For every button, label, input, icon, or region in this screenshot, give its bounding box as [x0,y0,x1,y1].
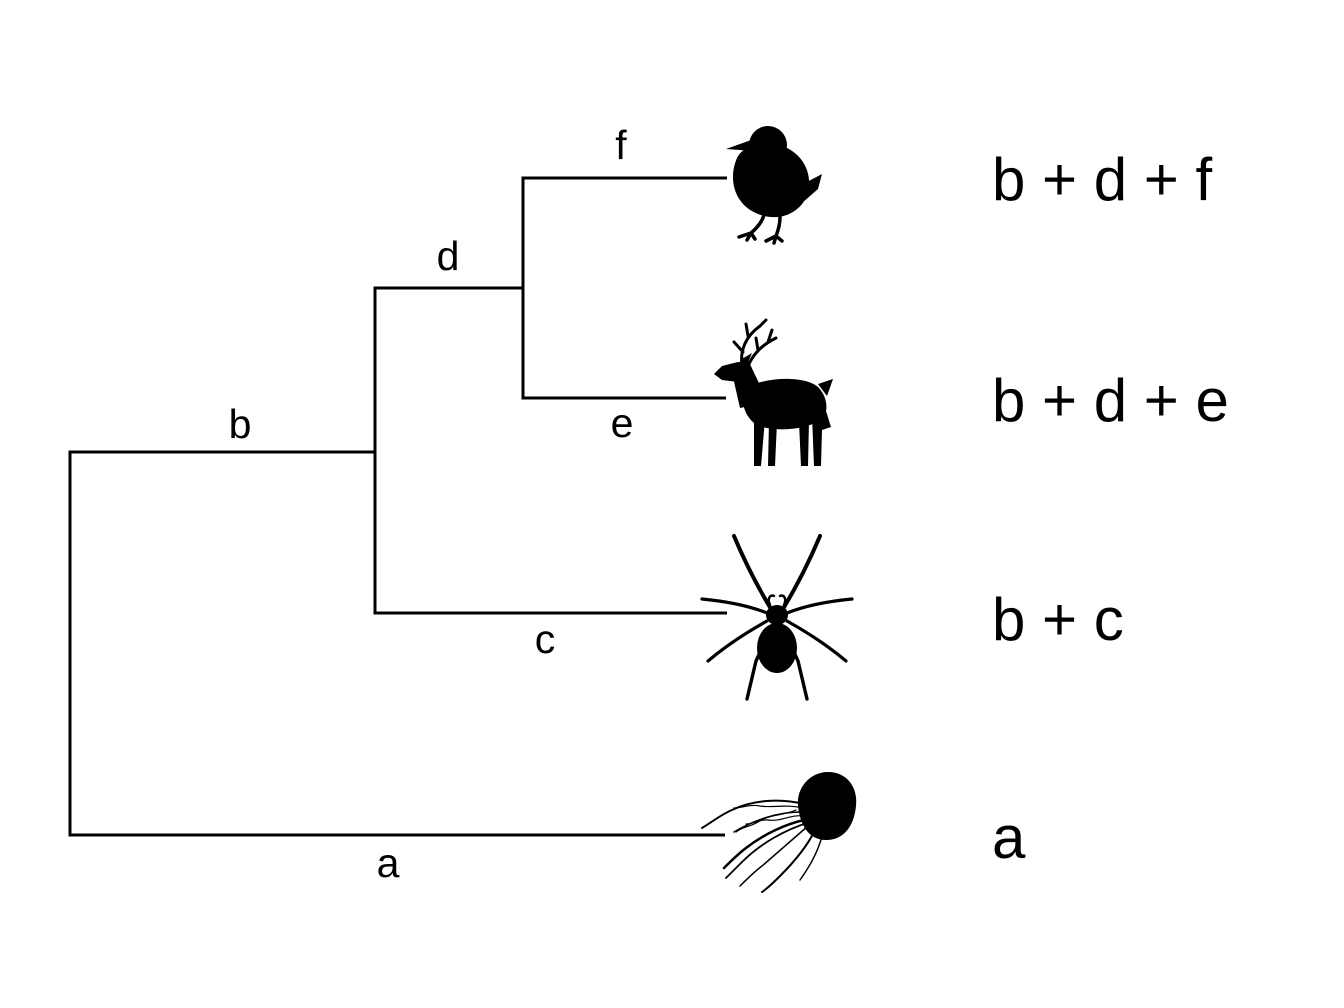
tip-label-spider: b + c [992,586,1124,653]
branch-label-a: a [377,840,400,886]
spider-icon [700,534,854,701]
branch-label-e: e [611,400,634,446]
tip-label-deer: b + d + e [992,367,1229,434]
tip-label-jellyfish: a [992,804,1026,871]
branch-label-d: d [437,233,460,279]
branch-label-c: c [535,616,556,662]
branch-label-b: b [229,401,252,447]
tip-labels: b + d + f b + d + e b + c a [992,146,1229,871]
deer-icon [714,318,833,466]
branch-labels: a b c d e f [229,122,634,886]
branch-label-f: f [615,122,627,168]
tree-lines [68,176,727,837]
spider-right-legs [778,534,854,701]
jellyfish-icon [701,772,857,893]
tip-label-bird: b + d + f [992,146,1212,213]
bird-icon [726,126,822,245]
